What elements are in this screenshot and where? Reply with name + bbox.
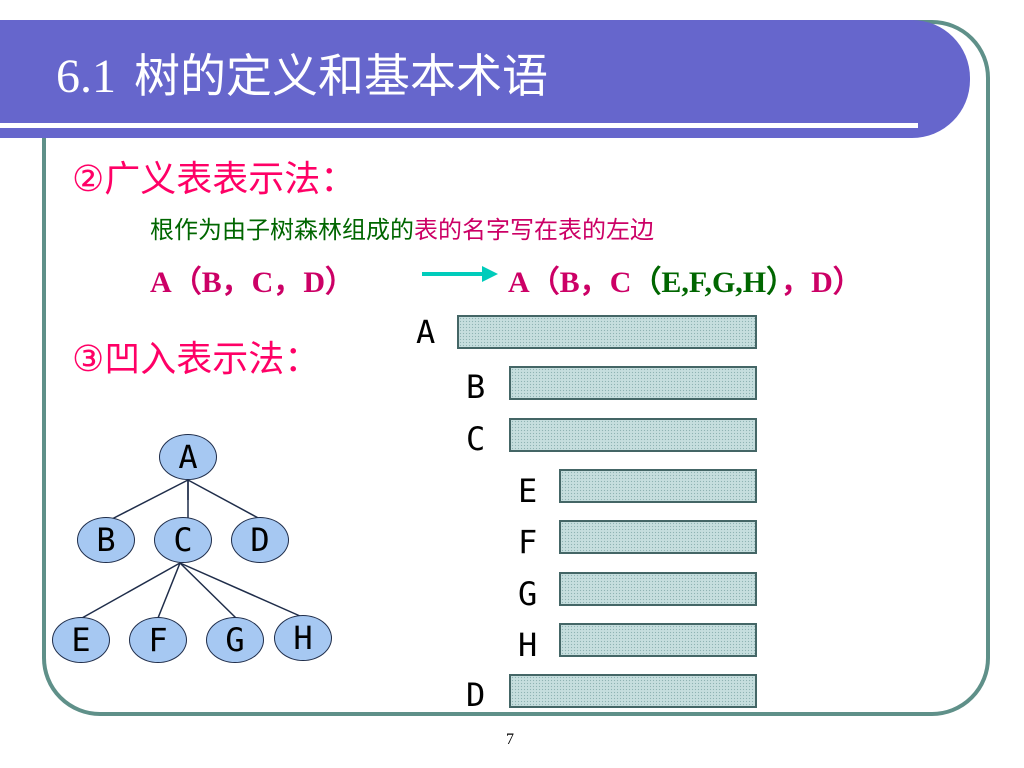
tree-node-e: E [52,617,110,663]
description-part2: 表的名字写在表的左边 [414,216,654,244]
title-banner [0,20,970,138]
edge-c-e [81,562,181,619]
page-number: 7 [506,731,514,748]
tree-node-c: C [154,517,212,563]
expr-right-d: D [811,266,833,299]
slide-title: 6.1 树的定义和基本术语 [56,40,548,106]
expr-right-close: ） [832,266,863,299]
expr-right-inner: （E,F,G,H） [631,266,782,299]
indent-bar-d [509,674,757,708]
indent-label-e: E [518,472,538,510]
indent-label-b: B [466,368,486,406]
title-text: 树的定义和基本术语 [134,49,548,103]
tree-node-b: B [77,517,135,563]
title-underline [0,123,918,128]
tree-node-a: A [159,434,217,480]
indent-bar-a [457,315,757,349]
indent-label-f: F [518,523,538,561]
indent-bar-g [559,572,757,606]
right-arrow-icon [422,266,498,282]
edge-c-h [179,562,301,617]
tree-node-h: H [274,615,332,661]
indent-bar-f [559,520,757,554]
indent-label-d: D [466,676,486,714]
expression-left: A（B，C，D） [150,266,356,299]
edge-c-f [157,562,181,619]
expr-right-a: A（ [508,266,560,299]
section2-heading: ②广义表表示法： [72,159,357,200]
indent-bar-h [559,623,757,657]
edge-a-b [109,479,189,521]
indent-label-g: G [518,575,538,613]
tree-node-d: D [231,517,289,563]
section3-heading: ③凹入表示法： [72,339,321,380]
expression-right: A（B，C（E,F,G,H），D） [508,257,863,301]
indent-label-h: H [518,626,538,664]
indent-label-c: C [466,420,486,458]
indent-bar-e [559,469,757,503]
edge-a-d [187,479,263,521]
title-number: 6.1 [56,50,116,103]
indent-label-a: A [416,313,436,351]
tree-node-f: F [129,617,187,663]
expr-right-c: C [609,266,632,299]
indent-bar-c [509,418,757,452]
expr-right-b: B， [559,266,610,299]
expr-right-sep: ， [781,266,812,299]
description-part1: 根作为由子树森林组成的 [150,216,414,244]
section2-description: 根作为由子树森林组成的表的名字写在表的左边 [150,210,654,245]
tree-node-g: G [206,617,264,663]
indent-bar-b [509,366,757,400]
edge-c-g [179,562,237,619]
